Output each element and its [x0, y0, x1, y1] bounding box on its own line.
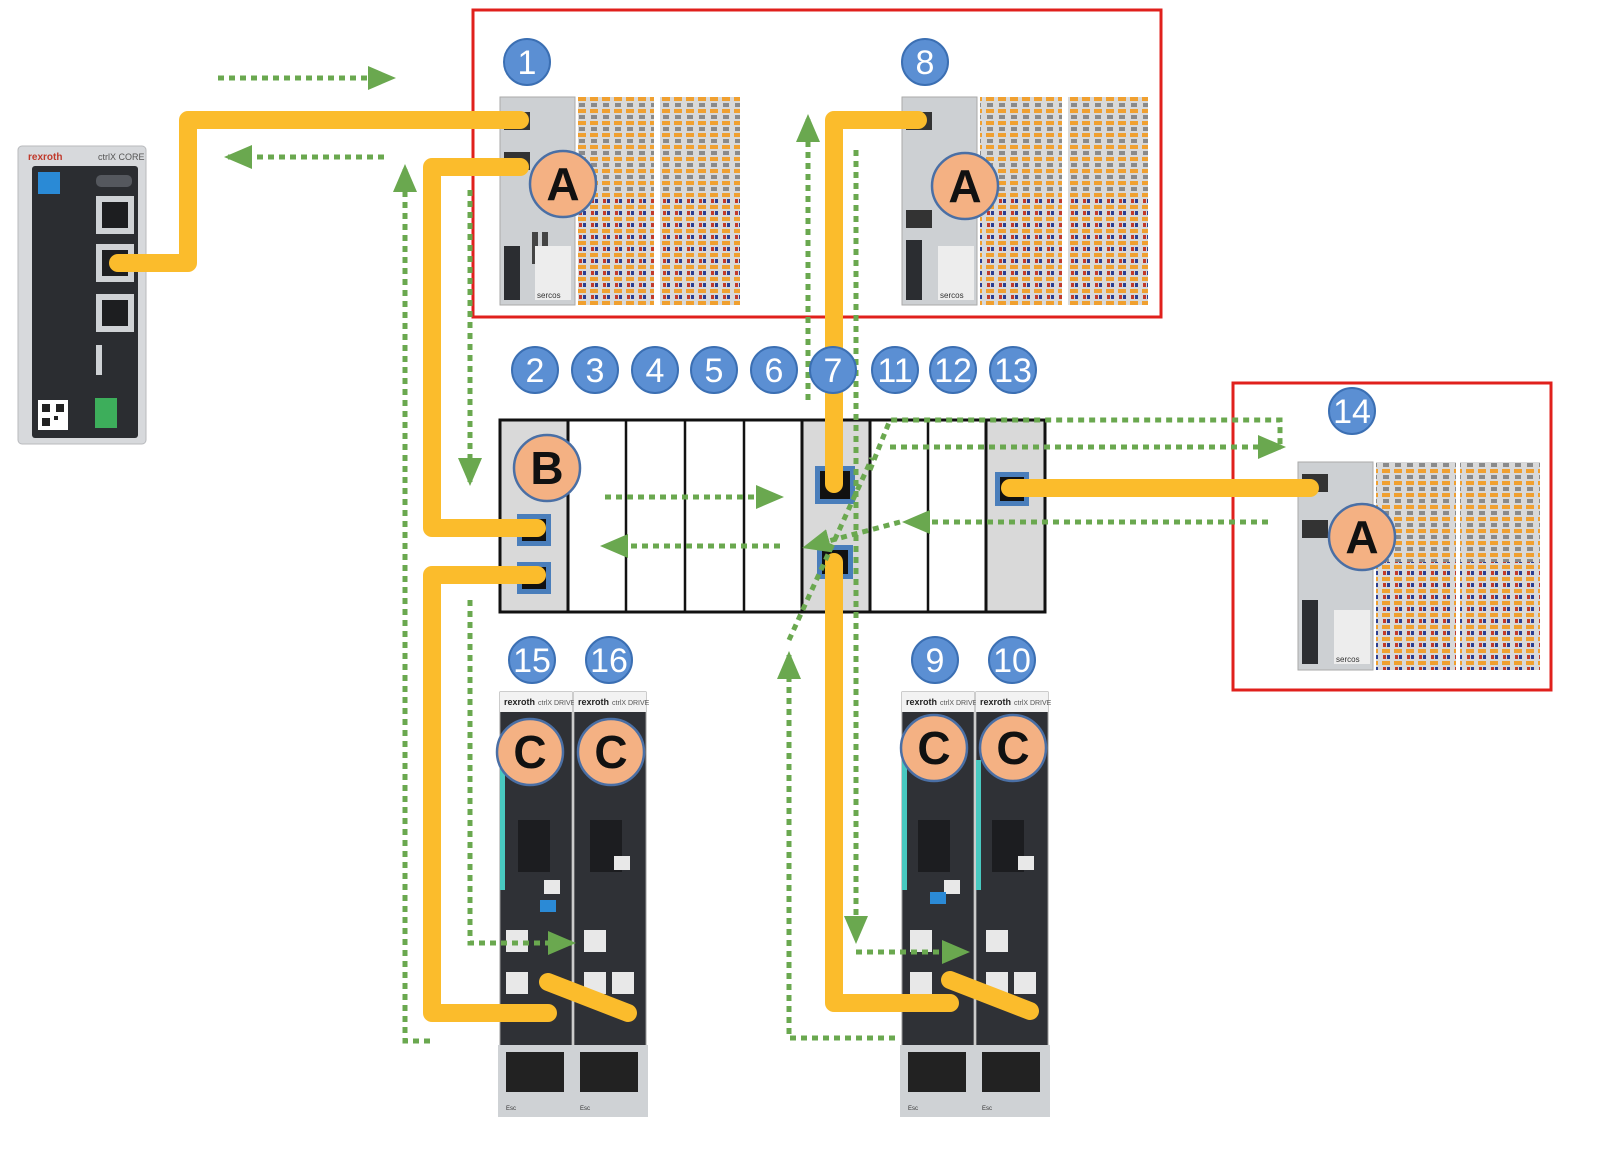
- number-badges: 1 8 14 2 3 4 5 6 7 11 12 13 15 16 9: [503, 38, 1376, 684]
- letter-badge-b-switch: B: [512, 433, 582, 503]
- letter-badge-c-drive15: C: [495, 717, 565, 787]
- cable-drive15-to-drive16: [539, 973, 637, 1022]
- ctrlx-core-controller: rexroth ctrlX CORE: [17, 145, 147, 445]
- drive-15-brand: rexroth: [504, 697, 535, 707]
- svg-text:12: 12: [934, 352, 972, 390]
- cable-io1-to-switch-b: [423, 158, 546, 537]
- badge-slot-6: 6: [750, 346, 798, 394]
- svg-text:13: 13: [994, 352, 1032, 390]
- svg-text:14: 14: [1333, 393, 1371, 431]
- letter-badges: A A A B C C C C: [495, 149, 1397, 787]
- svg-text:C: C: [513, 726, 546, 778]
- svg-text:16: 16: [590, 642, 628, 680]
- letter-badge-c-drive10: C: [978, 713, 1048, 783]
- cable-switch-b-to-drive15: [423, 566, 557, 1022]
- drive-9-model: ctrlX DRIVE: [940, 700, 978, 707]
- drive-10-model: ctrlX DRIVE: [1014, 700, 1052, 707]
- badge-drive-9: 9: [911, 636, 959, 684]
- io-group-frame-right: [1231, 381, 1553, 692]
- network-switch: [498, 418, 1047, 614]
- sd-card-slot-icon: [96, 345, 102, 375]
- cable-drive9-to-drive10: [941, 971, 1039, 1020]
- usb-c-port-icon: [96, 175, 132, 187]
- badge-slot-12: 12: [929, 346, 977, 394]
- svg-text:9: 9: [926, 642, 945, 680]
- badge-io-14: 14: [1328, 387, 1376, 435]
- io-module-14-label: sercos: [1336, 655, 1360, 664]
- badge-slot-2: 2: [511, 346, 559, 394]
- cable-controller-to-io1: [109, 111, 529, 272]
- badge-slot-3: 3: [571, 346, 619, 394]
- svg-text:2: 2: [526, 352, 545, 390]
- drive-16-model: ctrlX DRIVE: [612, 700, 650, 707]
- svg-text:Esc: Esc: [506, 1106, 516, 1112]
- svg-text:B: B: [530, 442, 563, 494]
- badge-io-8: 8: [901, 38, 949, 86]
- svg-text:3: 3: [586, 352, 605, 390]
- svg-text:C: C: [996, 722, 1029, 774]
- svg-text:6: 6: [765, 352, 784, 390]
- svg-text:Esc: Esc: [908, 1106, 918, 1112]
- drive-9-brand: rexroth: [906, 697, 937, 707]
- badge-io-1: 1: [503, 38, 551, 86]
- badge-slot-11: 11: [871, 346, 919, 394]
- controller-model: ctrlX CORE: [98, 152, 145, 162]
- svg-text:A: A: [948, 160, 981, 212]
- drive-15-model: ctrlX DRIVE: [538, 700, 576, 707]
- letter-badge-a-io14: A: [1327, 502, 1397, 572]
- letter-badge-a-io1: A: [528, 149, 598, 219]
- svg-text:8: 8: [916, 44, 935, 82]
- badge-slot-4: 4: [631, 346, 679, 394]
- cable-switch7-to-drive9: [825, 553, 959, 1012]
- drive-10-brand: rexroth: [980, 697, 1011, 707]
- badge-drive-15: 15: [508, 636, 556, 684]
- svg-text:A: A: [1345, 511, 1378, 563]
- svg-text:7: 7: [824, 352, 843, 390]
- io-module-14: sercos: [1297, 461, 1540, 671]
- svg-text:15: 15: [513, 642, 551, 680]
- drive-16-brand: rexroth: [578, 697, 609, 707]
- power-terminal-icon: [95, 398, 117, 428]
- telegram-flow-arrows: [218, 66, 1286, 1044]
- svg-text:A: A: [546, 158, 579, 210]
- letter-badge-c-drive16: C: [576, 717, 646, 787]
- svg-text:10: 10: [993, 642, 1031, 680]
- badge-slot-13: 13: [989, 346, 1037, 394]
- svg-text:C: C: [917, 722, 950, 774]
- badge-slot-7: 7: [809, 346, 857, 394]
- letter-badge-c-drive9: C: [899, 713, 969, 783]
- svg-text:4: 4: [646, 352, 665, 390]
- badge-slot-5: 5: [690, 346, 738, 394]
- svg-text:Esc: Esc: [580, 1106, 590, 1112]
- svg-text:Esc: Esc: [982, 1106, 992, 1112]
- controller-logo-icon: [38, 172, 60, 194]
- badge-drive-16: 16: [585, 636, 633, 684]
- letter-badge-a-io8: A: [930, 151, 1000, 221]
- io-module-1-label: sercos: [537, 291, 561, 300]
- svg-text:5: 5: [705, 352, 724, 390]
- svg-text:1: 1: [518, 44, 537, 82]
- controller-brand: rexroth: [28, 152, 62, 163]
- svg-text:C: C: [594, 726, 627, 778]
- badge-drive-10: 10: [988, 636, 1036, 684]
- io-module-8-label: sercos: [940, 291, 964, 300]
- svg-text:11: 11: [877, 352, 912, 390]
